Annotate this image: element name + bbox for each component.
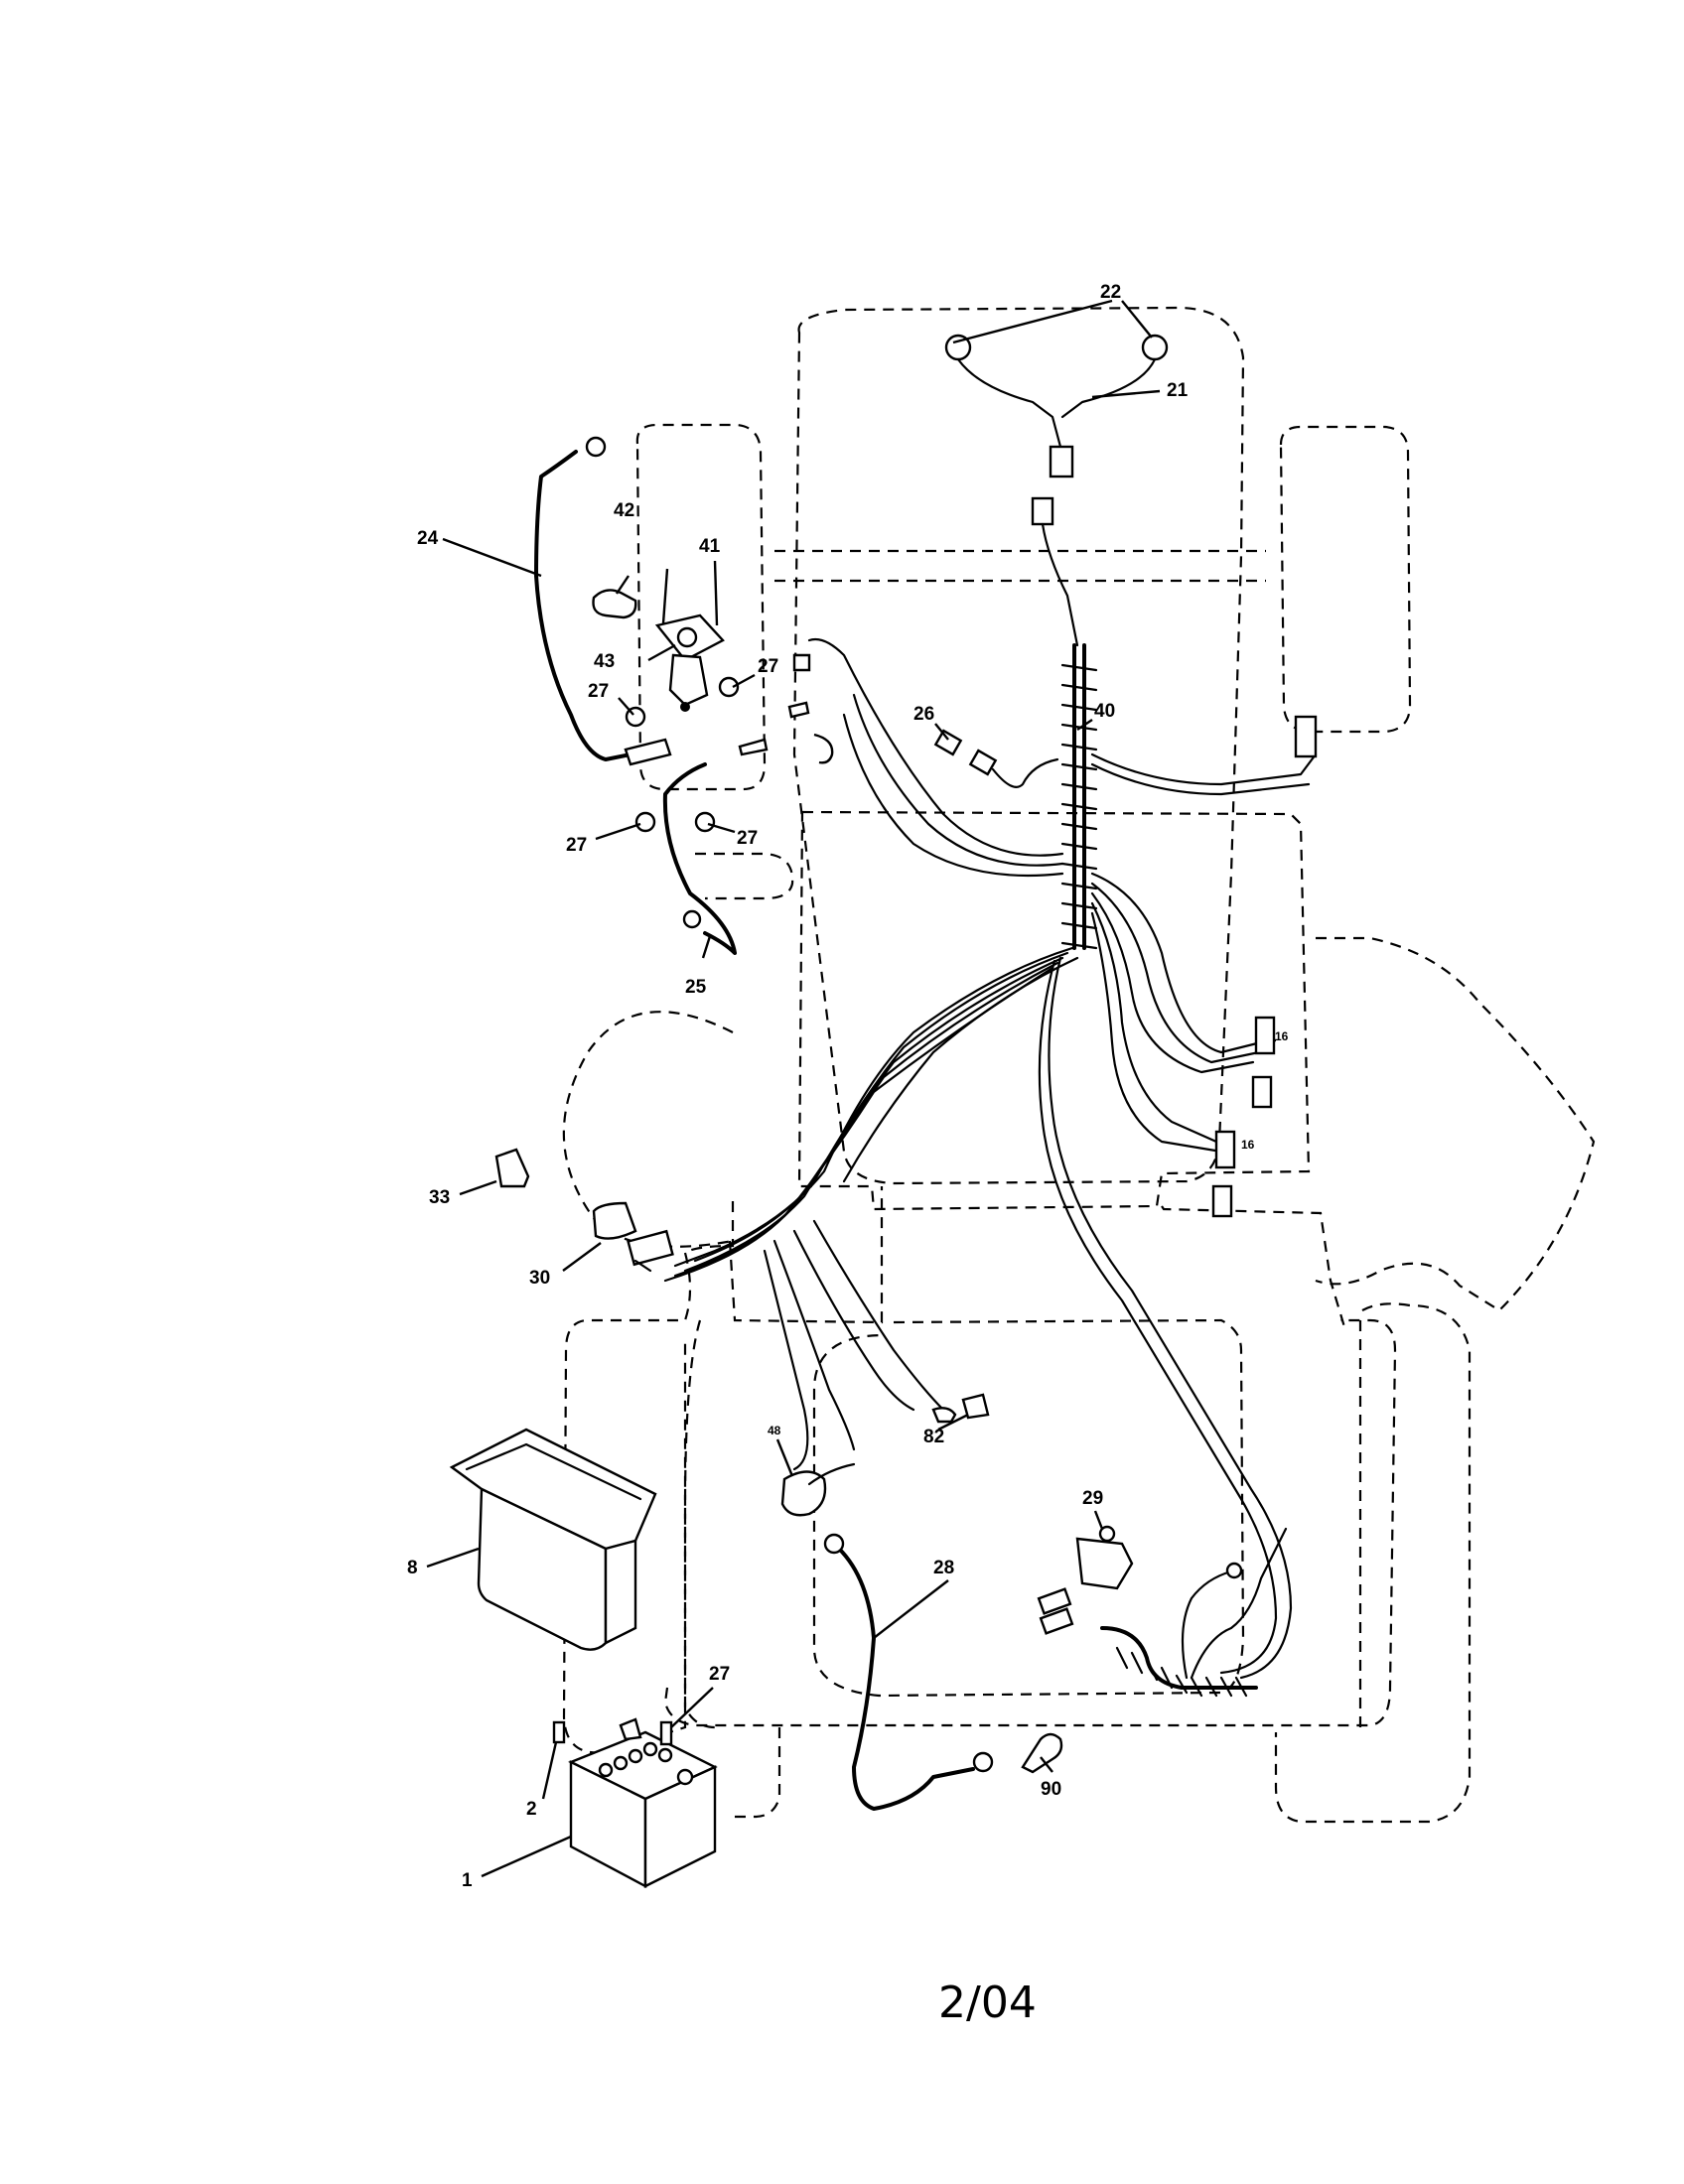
switch-16-lower-mate [1211, 1184, 1233, 1218]
boot-42 [592, 589, 637, 619]
page-number: 2/04 [938, 1978, 1037, 2028]
switch-16-upper-mate [1251, 1075, 1273, 1109]
cable-28-ring-bottom [972, 1751, 994, 1773]
headlight-right [1141, 334, 1169, 361]
callout-8: 8 [407, 1558, 418, 1578]
front-left-wheel-outline [635, 423, 767, 791]
battery-tray-outline [683, 1319, 716, 1729]
switch-16-lower [1214, 1130, 1236, 1169]
nut-27-right [718, 676, 740, 698]
part-33 [494, 1148, 530, 1188]
switch-16-upper [1254, 1016, 1276, 1055]
callout-27-solenoid-right: 27 [758, 656, 778, 677]
rear-deck-outline [684, 1201, 735, 1254]
front-right-wheel-outline [1279, 425, 1412, 734]
callout-27-lower-left: 27 [566, 835, 587, 856]
callout-2: 2 [526, 1799, 537, 1820]
callout-82: 82 [923, 1427, 944, 1447]
main-loom [663, 637, 1318, 1680]
loom-coil [1060, 663, 1098, 950]
callout-22: 22 [1100, 282, 1121, 303]
nut-27-lower-left [634, 811, 656, 833]
callout-1: 1 [462, 1870, 473, 1891]
callout-30: 30 [529, 1268, 550, 1289]
cable-28-ring-top [823, 1533, 845, 1555]
solenoid-assembly [534, 436, 834, 955]
chassis-outline [728, 1186, 1347, 1331]
bolt-2 [552, 1720, 566, 1744]
battery-box-8 [449, 1428, 657, 1651]
rear-left-wheel-outline [730, 1727, 781, 1819]
rear-frame-outline [663, 1318, 1397, 1727]
solenoid-43 [654, 614, 725, 712]
ignition-switch-30 [592, 1201, 674, 1273]
rear-coil [1100, 1527, 1288, 1698]
rear-body-outline [562, 1252, 692, 1754]
engine-outline [797, 810, 1311, 1211]
headlight-connector [1049, 445, 1074, 478]
callout-27-battery: 27 [709, 1664, 730, 1685]
hood-crossbar [774, 549, 1266, 583]
battery-1 [568, 1730, 718, 1888]
cable-24-ring-top [585, 436, 607, 458]
callout-27-solenoid-left: 27 [588, 681, 609, 702]
callout-25: 25 [685, 977, 707, 998]
part-48 [780, 1470, 827, 1517]
callout-27-lower-right: 27 [737, 828, 758, 849]
harness-plug-upper [1031, 496, 1054, 526]
hood-outline [792, 306, 1245, 1185]
part-82 [961, 1393, 990, 1420]
seat-right-outline [1315, 936, 1596, 1312]
rear-ring-terminal [1225, 1562, 1243, 1579]
cable-28 [837, 1547, 975, 1811]
connector-26 [933, 729, 963, 756]
callout-24: 24 [417, 528, 439, 549]
rear-right-wheel-outline [1274, 1302, 1472, 1824]
axle-left-outline [695, 852, 794, 900]
nut-27-battery [659, 1720, 673, 1746]
headlight-harness [944, 334, 1169, 647]
callout-90: 90 [1041, 1779, 1061, 1800]
switch-29 [1037, 1525, 1134, 1635]
callout-33: 33 [429, 1187, 450, 1208]
callout-16-lower: 16 [1241, 1138, 1255, 1152]
callout-labels: 22 21 24 42 41 43 27 27 27 27 26 40 25 1… [407, 282, 1289, 1891]
callout-43: 43 [594, 651, 615, 672]
callout-40: 40 [1094, 701, 1115, 722]
boot-90 [1021, 1732, 1063, 1774]
tractor-outline [562, 306, 1596, 1824]
callout-42: 42 [614, 500, 634, 521]
cable-24 [534, 450, 647, 761]
callout-26: 26 [913, 704, 934, 725]
callout-21: 21 [1167, 380, 1189, 401]
callout-29: 29 [1082, 1488, 1103, 1509]
deck-left-outline [562, 1011, 734, 1248]
leader-lines [426, 299, 1276, 1878]
cable-25-ring [682, 909, 702, 929]
cable-25 [662, 762, 737, 955]
right-switch-plug [1294, 715, 1318, 758]
callout-28: 28 [933, 1558, 954, 1578]
callout-41: 41 [699, 536, 721, 557]
callout-16-upper: 16 [1275, 1029, 1289, 1043]
nut-27-lower-right [694, 811, 716, 833]
callout-48: 48 [768, 1424, 781, 1437]
